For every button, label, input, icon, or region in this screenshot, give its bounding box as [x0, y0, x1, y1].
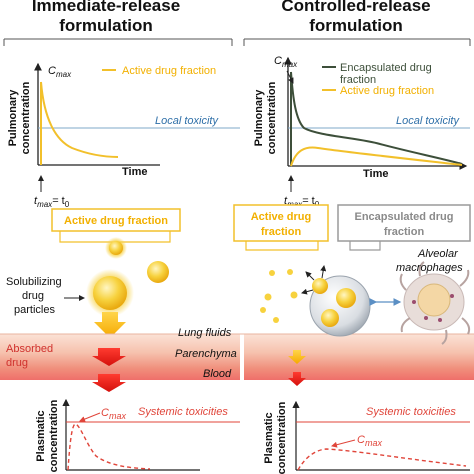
right-x-label: Time	[363, 168, 388, 180]
capsule-core-2	[321, 309, 339, 327]
header-left-line2: formulation	[59, 16, 153, 35]
right-active-bracket	[245, 241, 319, 251]
large-particle	[93, 276, 127, 310]
right-systemic-toxicities: Systemic toxicities	[366, 406, 456, 418]
header-right-line2: formulation	[309, 16, 403, 35]
left-plasma-y-1: Plasmatic	[35, 410, 47, 461]
right-local-toxicity: Local toxicity	[396, 115, 460, 127]
right-plasma-curve	[297, 448, 467, 471]
left-plasma-cmax: Cmax	[101, 407, 126, 421]
right-tissue-band	[244, 334, 474, 380]
encap-label-1: Encapsulated drug	[354, 211, 453, 223]
alveolar-2: macrophages	[396, 262, 463, 274]
small-particle	[109, 241, 123, 255]
right-plasma-y-1: Plasmatic	[263, 412, 275, 463]
encap-bracket	[349, 241, 381, 251]
solubilizing-2: drug	[22, 290, 44, 302]
right-legend-label-2: Active drug fraction	[340, 85, 434, 97]
macrophage	[399, 261, 471, 345]
medium-particle	[147, 261, 169, 283]
right-plasma-cmax: Cmax	[357, 434, 382, 448]
release-arrows	[301, 265, 327, 295]
left-red-arrow-1	[92, 348, 126, 366]
right-legend-label-1: Encapsulated drug	[340, 62, 432, 74]
left-legend-label: Active drug fraction	[122, 65, 216, 77]
right-plasma-cmax-arrow	[331, 439, 356, 448]
encap-label-2: fraction	[384, 226, 425, 238]
header-right: Controlled-release formulation	[281, 0, 430, 35]
right-plasma-chart: Plasmatic concentration Systemic toxicit…	[263, 400, 470, 474]
header-left: Immediate-release formulation	[32, 0, 180, 35]
left-local-toxicity: Local toxicity	[155, 115, 219, 127]
encapsulated-fraction-box: Encapsulated drug fraction	[337, 204, 471, 242]
right-yellow-arrow	[288, 350, 306, 364]
left-plasma-chart: Plasmatic concentration Systemic toxicit…	[35, 398, 240, 472]
left-yellow-arrow	[94, 312, 126, 338]
lung-fluids-label: Lung fluids	[178, 327, 232, 339]
right-cmax-arrow	[286, 70, 294, 84]
left-pk-chart: Pulmonary concentration Time Local toxic…	[7, 62, 240, 209]
solubilizing-3: particles	[14, 304, 55, 316]
header-left-line1: Immediate-release	[32, 0, 180, 15]
left-active-fraction-box: Active drug fraction	[51, 208, 181, 232]
right-legend-label-1b: fraction	[340, 74, 376, 86]
solubilizing-1: Solubilizing	[6, 276, 62, 288]
right-plasma-y-2: concentration	[276, 401, 288, 474]
capsule-core-1	[336, 288, 356, 308]
absorbed-2: drug	[6, 357, 28, 369]
left-x-label: Time	[122, 166, 147, 178]
right-y-label-2: concentration	[266, 81, 278, 154]
right-red-arrow	[288, 372, 306, 386]
left-plasma-y-2: concentration	[48, 399, 60, 472]
right-active-label-1: Active drug	[251, 211, 312, 223]
right-cmax-label: Cmax	[274, 55, 298, 69]
absorbed-1: Absorbed	[6, 343, 53, 355]
left-plasma-curve	[67, 423, 151, 471]
right-active-label-2: fraction	[261, 226, 302, 238]
right-y-label-1: Pulmonary	[253, 89, 265, 147]
right-active-fraction-box: Active drug fraction	[233, 204, 329, 242]
parenchyma-label: Parenchyma	[175, 348, 237, 360]
header-right-line1: Controlled-release	[281, 0, 430, 15]
alveolar-1: Alveolar	[417, 248, 459, 260]
release-particle	[312, 278, 328, 294]
free-drug-dots	[260, 269, 298, 323]
left-plasma-cmax-arrow	[79, 412, 101, 422]
left-active-curve	[40, 81, 119, 158]
left-active-fraction-label: Active drug fraction	[64, 215, 168, 227]
left-systemic-toxicities: Systemic toxicities	[138, 406, 228, 418]
blood-label: Blood	[203, 368, 232, 380]
right-active-curve	[290, 146, 463, 167]
left-tmax-label: tmax= t0	[34, 195, 70, 209]
left-y-label-1: Pulmonary	[7, 89, 19, 147]
left-cmax-label: Cmax	[48, 65, 72, 79]
right-encapsulated-curve	[290, 71, 463, 165]
right-pk-chart: Pulmonary concentration Time Local toxic…	[253, 55, 470, 209]
left-y-label-2: concentration	[20, 81, 32, 154]
left-red-arrow-2	[92, 374, 126, 392]
